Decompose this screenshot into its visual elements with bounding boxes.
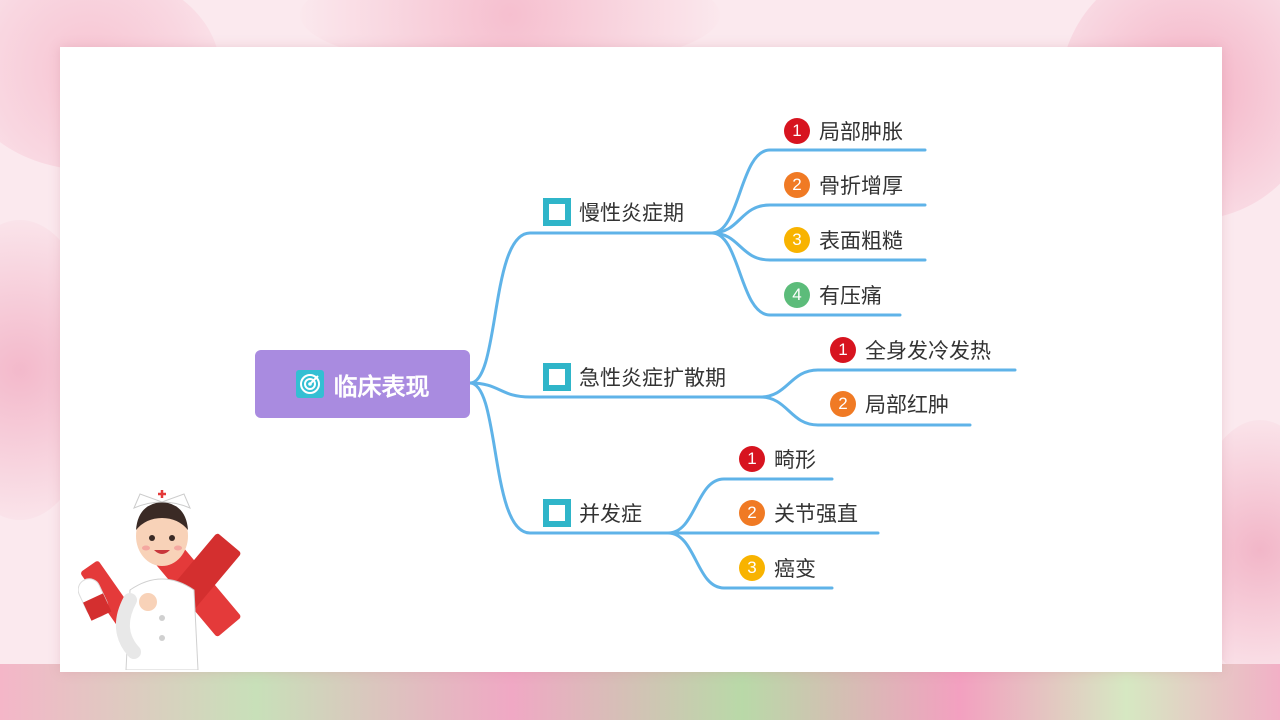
- leaf-item: 1 全身发冷发热: [830, 335, 991, 365]
- content-card: [60, 47, 1222, 672]
- connector-b1-leaf-1: [710, 148, 927, 235]
- leaf-label: 表面粗糙: [819, 229, 903, 253]
- square-icon: [543, 363, 571, 391]
- branch-complications: 并发症: [543, 498, 642, 528]
- connector-root-branch-1: [468, 231, 714, 385]
- leaf-item: 3 表面粗糙: [784, 225, 903, 255]
- connector-b1-leaf-3: [710, 231, 927, 262]
- branch-chronic: 慢性炎症期: [543, 197, 684, 227]
- root-node: 临床表现: [255, 350, 470, 418]
- leaf-item: 1 畸形: [739, 444, 816, 474]
- leaf-label: 局部肿胀: [819, 120, 903, 144]
- branch-acute: 急性炎症扩散期: [543, 362, 726, 392]
- connector-b1-leaf-4: [710, 231, 902, 317]
- target-icon: [295, 370, 324, 398]
- number-badge: 3: [739, 555, 765, 581]
- root-label: 临床表现: [333, 372, 430, 401]
- leaf-item: 2 局部红肿: [830, 389, 949, 419]
- number-badge: 2: [830, 391, 856, 417]
- number-badge: 4: [784, 282, 810, 308]
- connector-b2-leaf-1: [758, 368, 1017, 399]
- number-badge: 1: [739, 446, 765, 472]
- leaf-label: 骨折增厚: [819, 174, 903, 198]
- connector-b2-leaf-2: [758, 395, 972, 427]
- leaf-item: 2 骨折增厚: [784, 170, 903, 200]
- pill-icon: [78, 578, 112, 621]
- leaf-label: 关节强直: [774, 502, 858, 526]
- connector-root-branch-2: [468, 381, 762, 399]
- flower-border-bottom: [0, 664, 1280, 720]
- leaf-item: 2 关节强直: [739, 498, 858, 528]
- leaf-item: 1 局部肿胀: [784, 116, 903, 146]
- connector-b1-leaf-2: [710, 203, 927, 235]
- leaf-label: 癌变: [774, 557, 816, 581]
- number-badge: 3: [784, 227, 810, 253]
- branch-label: 急性炎症扩散期: [579, 366, 726, 390]
- leaf-label: 全身发冷发热: [865, 339, 991, 363]
- leaf-item: 3 癌变: [739, 553, 816, 583]
- leaf-label: 有压痛: [819, 284, 882, 308]
- number-badge: 1: [784, 118, 810, 144]
- number-badge: 1: [830, 337, 856, 363]
- square-icon: [543, 499, 571, 527]
- connector-root-branch-3: [468, 381, 670, 535]
- connector-b3-leaf-3: [666, 531, 834, 590]
- number-badge: 2: [739, 500, 765, 526]
- connector-b3-leaf-1: [666, 477, 834, 535]
- leaf-label: 局部红肿: [865, 393, 949, 417]
- leaf-item: 4 有压痛: [784, 280, 882, 310]
- square-icon: [543, 198, 571, 226]
- nurse-illustration: [78, 490, 241, 670]
- number-badge: 2: [784, 172, 810, 198]
- branch-label: 并发症: [579, 502, 642, 526]
- branch-label: 慢性炎症期: [579, 201, 684, 225]
- leaf-label: 畸形: [774, 448, 816, 472]
